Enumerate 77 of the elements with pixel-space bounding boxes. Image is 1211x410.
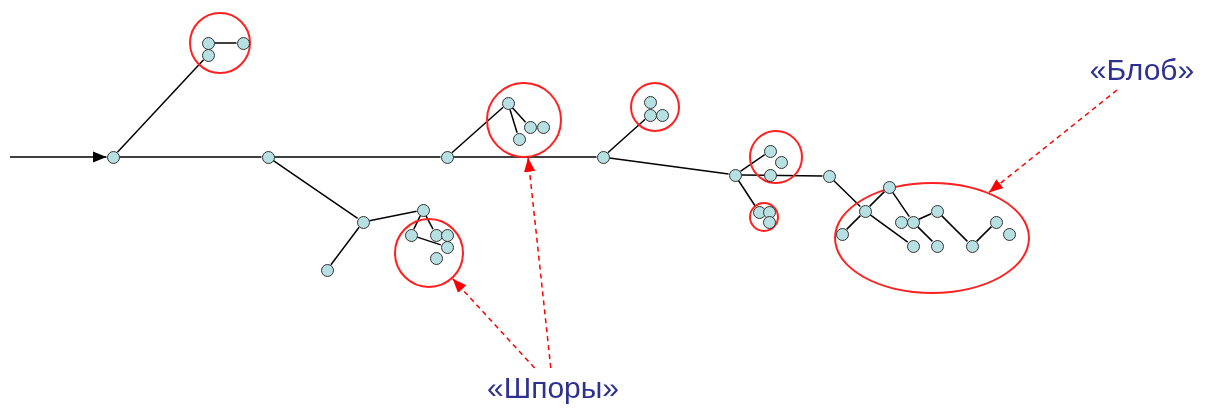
leader-line	[451, 278, 536, 369]
connector-line	[272, 159, 359, 220]
connector-line	[916, 225, 934, 243]
callout-label: «Шпоры»	[478, 368, 628, 408]
tree-node-circle	[728, 168, 742, 182]
tree-node-circle	[906, 239, 920, 253]
tree-node-circle	[643, 108, 657, 122]
connector-line	[918, 212, 932, 221]
tree-node-circle	[763, 144, 777, 158]
connector-line	[868, 190, 886, 208]
connector-line	[511, 107, 527, 123]
tree-node-circle	[882, 180, 896, 194]
highlight-circle	[749, 202, 779, 232]
connector-line	[737, 179, 757, 208]
tree-node-circle	[763, 168, 777, 182]
connector-line	[940, 214, 969, 243]
connector-line	[832, 179, 862, 208]
connector-line	[869, 214, 909, 243]
connector-line	[118, 156, 263, 158]
tree-node-circle	[906, 215, 920, 229]
tree-node-circle	[440, 228, 454, 242]
highlight-circle	[189, 12, 251, 74]
tree-node-circle	[320, 263, 334, 277]
tree-node-circle	[429, 251, 443, 265]
highlight-ellipse	[834, 182, 1030, 294]
tree-node-circle	[201, 48, 215, 62]
tree-node-circle	[501, 96, 515, 110]
tree-node-circle	[356, 215, 370, 229]
connector-line	[739, 153, 766, 173]
connector-line	[452, 156, 598, 158]
highlight-circle	[749, 130, 803, 184]
connector-line	[330, 226, 360, 266]
connector-line	[451, 106, 504, 154]
tree-node-circle	[930, 204, 944, 218]
connector-line	[608, 157, 730, 175]
tree-node-circle	[989, 215, 1003, 229]
tree-node-circle	[429, 228, 443, 242]
tree-node-circle	[930, 239, 944, 253]
tree-node-circle	[965, 239, 979, 253]
connector-line	[740, 174, 824, 177]
tree-node-circle	[835, 227, 849, 241]
connector-line	[213, 42, 238, 44]
connector-line	[416, 236, 442, 246]
connector-line	[891, 191, 911, 218]
tree-node-circle	[236, 36, 250, 50]
connector-line	[975, 225, 993, 243]
tree-node-circle	[106, 150, 120, 164]
tree-node-circle	[440, 240, 454, 254]
tree-node-circle	[774, 155, 788, 169]
tree-node-circle	[894, 215, 908, 229]
tree-node-circle	[752, 205, 766, 219]
tree-node-circle	[655, 108, 669, 122]
leader-line	[524, 157, 552, 369]
tree-node-circle	[643, 95, 657, 109]
callout-label: «Блоб»	[1087, 50, 1197, 90]
connector-line	[413, 215, 421, 230]
tree-node-circle	[440, 150, 454, 164]
highlight-circle	[486, 82, 562, 158]
tree-node-circle	[536, 120, 550, 134]
tree-node-circle	[404, 228, 418, 242]
highlight-circle	[394, 218, 464, 288]
leader-line	[988, 89, 1118, 194]
connector-line	[845, 214, 862, 231]
tree-node-circle	[416, 203, 430, 217]
connector-line	[116, 59, 205, 153]
tree-node-circle	[1002, 227, 1016, 241]
connector-line	[368, 210, 418, 222]
arrow	[9, 151, 108, 163]
tree-node-circle	[822, 169, 836, 183]
connector-line	[509, 108, 518, 134]
tree-node-circle	[261, 150, 275, 164]
tree-node-circle	[523, 120, 537, 134]
connector-line	[273, 156, 442, 158]
tree-node-circle	[596, 150, 610, 164]
tree-node-circle	[201, 36, 215, 50]
tree-node-circle	[512, 132, 526, 146]
highlight-circle	[630, 82, 680, 132]
